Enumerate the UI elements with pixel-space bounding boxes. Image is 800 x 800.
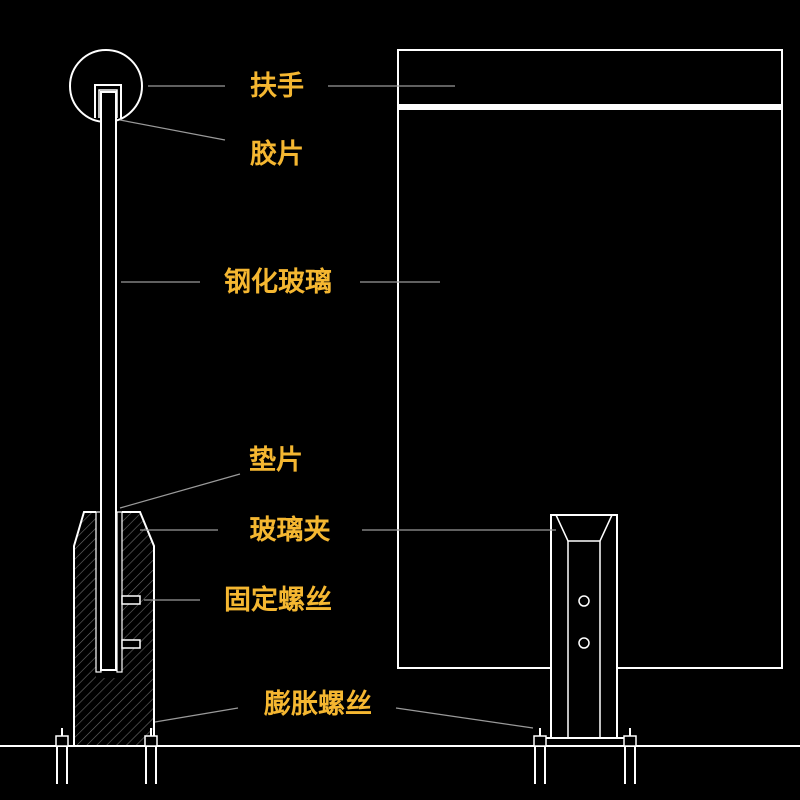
label-handrail: 扶手 [250,71,304,102]
handrail-front [398,104,782,110]
glass-clamp-front [540,514,628,747]
expansion-bolt-right-1 [533,728,547,784]
clamp-screw-hole-2 [578,637,590,649]
leader-gasket [119,473,241,509]
expansion-bolt-right-2 [623,728,637,784]
fixing-screw-1 [121,595,141,605]
tempered-glass-section [100,91,117,671]
leader-rubber-strip [119,119,226,141]
leader-expansion-right [395,707,534,729]
label-gasket: 垫片 [249,445,303,476]
label-rubber-strip: 胶片 [250,138,304,170]
expansion-bolt-left-2 [144,728,158,784]
fixing-screw-2 [121,639,141,649]
rubber-strip-channel [94,84,122,118]
label-fixing-screw: 固定螺丝 [224,584,332,616]
label-glass-clamp: 玻璃夹 [250,515,331,546]
leader-expansion-left [154,707,239,723]
label-tempered-glass: 钢化玻璃 [224,267,332,298]
clamp-screw-hole-1 [578,595,590,607]
expansion-bolt-left-1 [55,728,69,784]
label-expansion-bolt: 膨胀螺丝 [264,689,372,720]
